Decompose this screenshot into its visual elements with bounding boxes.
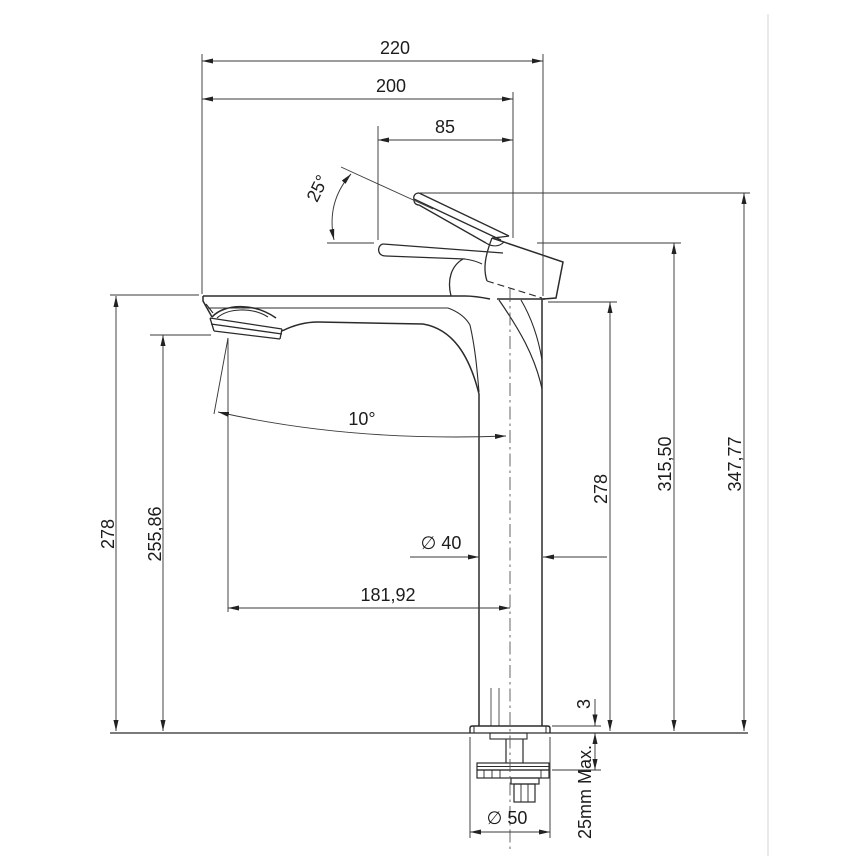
aerator-dome-inner: [216, 309, 269, 319]
threaded-rod: [505, 739, 524, 763]
label-body-height-right: 278: [591, 474, 611, 504]
arc-10-degrees: [217, 411, 507, 439]
label-overall-width: 220: [380, 38, 410, 58]
faucet-handle: [377, 192, 564, 300]
faucet-base: [110, 688, 748, 803]
label-mounting-max-thickness: 25mm Max.: [575, 745, 595, 839]
dimension-labels: 220 200 85 25° 10° 278 255,86 278 315,50…: [98, 38, 745, 839]
arc-25-degrees: [329, 173, 352, 241]
base-gasket: [489, 732, 528, 740]
handle-base-wedge: [491, 237, 564, 300]
spout-angle-axis-line: [213, 337, 229, 415]
threaded-stub: [513, 783, 536, 803]
base-flange-chamfers: [473, 726, 547, 733]
label-base-plate-thickness: 3: [574, 699, 594, 709]
label-handle-offset: 85: [435, 117, 455, 137]
label-aerator-height: 255,86: [145, 506, 165, 561]
label-body-width: 200: [376, 76, 406, 96]
base-flange: [469, 725, 551, 733]
cartridge-collar: [448, 258, 464, 297]
mounting-bracket: [476, 769, 550, 779]
mounting-bracket-ticks: [483, 770, 542, 778]
spout-nose-inner: [205, 303, 214, 314]
dimension-lines: [113, 58, 747, 835]
spout-underside: [281, 321, 480, 726]
label-spout-angle: 10°: [348, 409, 375, 429]
threaded-stub-lines: [520, 784, 529, 802]
body-right-fillet-outer: [498, 299, 543, 390]
faucet-outline: [202, 258, 545, 726]
mounting-nut: [510, 777, 540, 785]
spout-nose: [202, 296, 213, 318]
label-handle-max-height: 347,77: [725, 436, 745, 491]
label-base-diameter: ∅ 50: [487, 808, 528, 828]
body-right-fillet-inner: [520, 299, 543, 361]
handle-base-left-edge: [484, 237, 493, 282]
label-handle-rest-height: 315,50: [655, 436, 675, 491]
label-spout-height-left: 278: [98, 519, 118, 549]
label-spout-reach: 181,92: [360, 585, 415, 605]
label-column-diameter: ∅ 40: [421, 533, 462, 553]
spout-top-edge: [203, 295, 491, 300]
lever-saddle: [485, 241, 505, 247]
lever-raised-butt: [491, 235, 510, 239]
ext-diameter-50: [469, 737, 551, 838]
dimension-extension-lines: [110, 54, 750, 838]
body-left-fillet-inner: [447, 307, 480, 393]
column-internal-lines: [490, 688, 500, 726]
lever-raised-edges: [413, 192, 510, 244]
handle-angle-ref-line: [340, 166, 434, 210]
lever-rest-tip: [377, 243, 387, 257]
handle-base-hidden-edge: [486, 280, 543, 299]
aerator-dome: [211, 305, 277, 319]
aerator-outlet-band: [209, 317, 283, 340]
lever-rest-edges: [382, 243, 504, 260]
label-handle-angle: 25°: [303, 172, 333, 205]
lever-rest-merge: [464, 258, 483, 265]
